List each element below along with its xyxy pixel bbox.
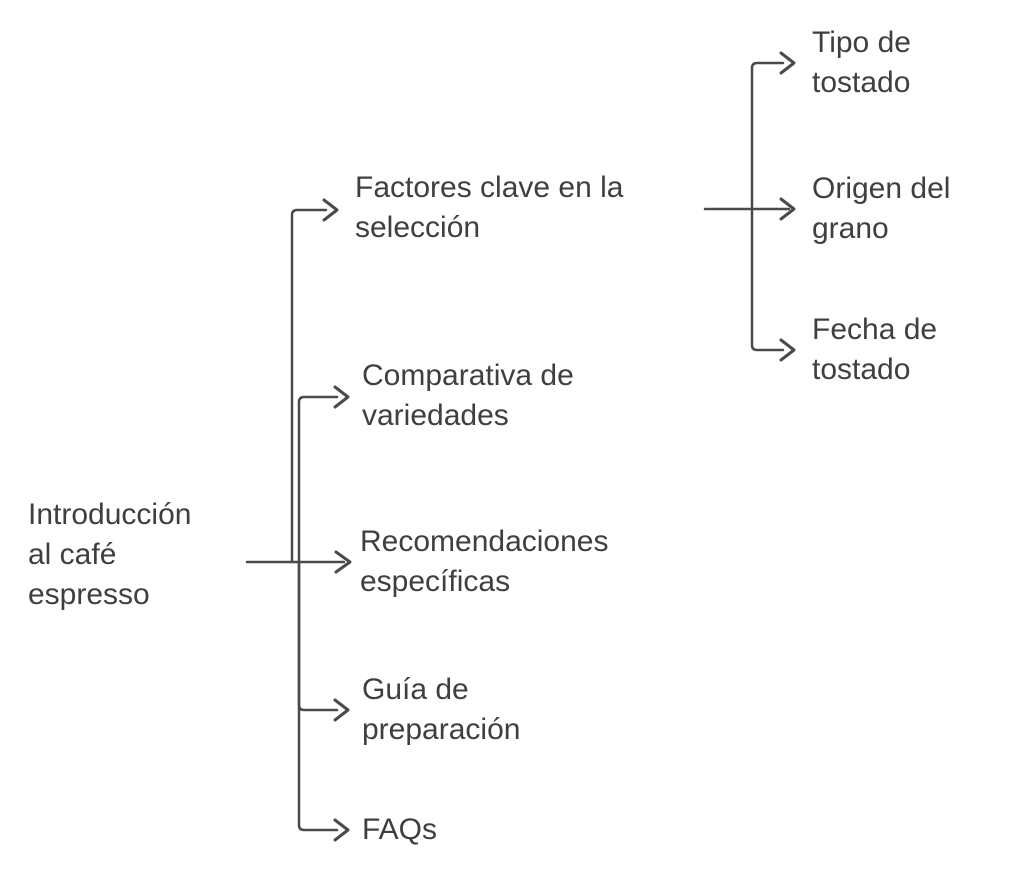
node-tipo-de-tostado: Tipo de tostado [812, 23, 911, 103]
connector-factores-to-tipo [750, 61, 785, 211]
node-recomendaciones-line: específicas [360, 565, 511, 598]
node-guia-line: Guía de [362, 673, 469, 706]
arrowhead-guia-icon [333, 698, 350, 722]
node-origen-line: grano [812, 212, 889, 245]
node-factores-line: selección [355, 211, 481, 244]
node-root-line: espresso [28, 578, 150, 611]
node-guia: Guía de preparación [362, 670, 520, 750]
node-faqs-line: FAQs [362, 813, 438, 846]
node-root-line: al café [28, 538, 117, 571]
node-factores: Factores clave en la selección [355, 168, 623, 248]
arrowhead-recomendaciones-icon [334, 550, 352, 574]
connector-root-to-faqs [297, 560, 339, 832]
node-tipo-line: tostado [812, 66, 911, 99]
node-comparativa: Comparativa de variedades [362, 356, 574, 436]
node-comparativa-line: Comparativa de [362, 359, 574, 392]
arrowhead-fecha-icon [779, 338, 796, 362]
node-comparativa-line: variedades [362, 399, 509, 432]
node-fecha-line: Fecha de [812, 313, 938, 346]
node-root: Introducción al café espresso [28, 495, 191, 615]
node-factores-line: Factores clave en la [355, 171, 624, 204]
node-fecha-de-tostado: Fecha de tostado [812, 310, 937, 390]
arrowhead-origen-icon [779, 197, 796, 221]
arrowhead-comparativa-icon [333, 385, 350, 409]
connector-root-to-comparativa [297, 395, 339, 564]
arrowhead-factores-icon [322, 198, 339, 222]
node-origen-del-grano: Origen del grano [812, 169, 950, 249]
arrowhead-faqs-icon [333, 818, 350, 842]
arrowhead-tipo-icon [779, 51, 796, 75]
node-faqs: FAQs [362, 810, 437, 850]
node-guia-line: preparación [362, 713, 521, 746]
node-recomendaciones-line: Recomendaciones [360, 525, 609, 558]
node-recomendaciones: Recomendaciones específicas [360, 522, 608, 602]
node-fecha-line: tostado [812, 353, 911, 386]
node-origen-line: Origen del [812, 172, 951, 205]
node-tipo-line: Tipo de [812, 26, 911, 59]
connector-root-to-guia [297, 560, 339, 712]
node-root-line: Introducción [28, 498, 192, 531]
connector-factores-to-fecha [750, 207, 785, 352]
connector-root-to-factores [290, 208, 328, 564]
